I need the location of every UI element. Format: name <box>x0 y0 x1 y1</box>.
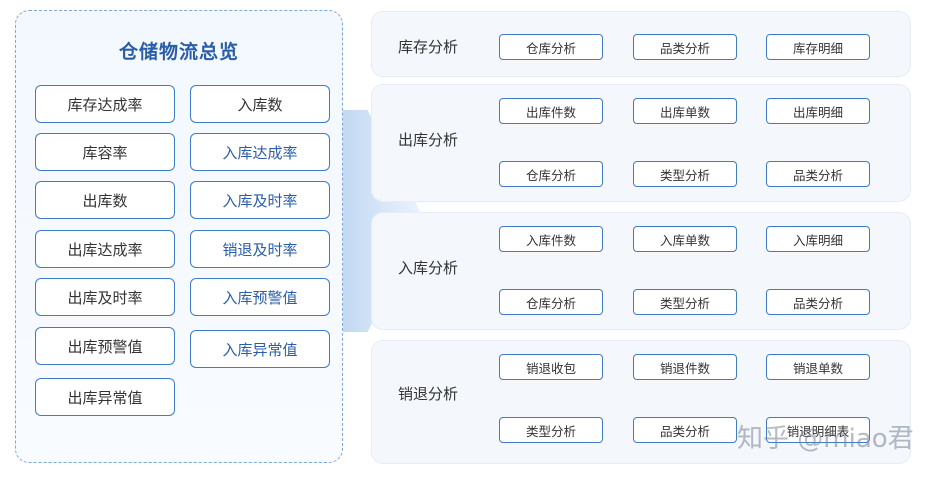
tag-warehouse-analysis[interactable]: 仓库分析 <box>499 289 603 315</box>
metric-inbound-warning-value[interactable]: 入库预警值 <box>190 278 330 316</box>
tag-type-analysis[interactable]: 类型分析 <box>633 161 737 187</box>
metric-inbound-timeliness-rate[interactable]: 入库及时率 <box>190 181 330 219</box>
tag-return-packages[interactable]: 销退收包 <box>499 354 603 380</box>
tag-outbound-orders[interactable]: 出库单数 <box>633 98 737 124</box>
metric-storage-capacity-rate[interactable]: 库容率 <box>35 133 175 171</box>
metric-outbound-achievement-rate[interactable]: 出库达成率 <box>35 230 175 268</box>
metric-inbound-count[interactable]: 入库数 <box>190 85 330 123</box>
section-label: 销退分析 <box>398 385 459 403</box>
overview-panel: 仓储物流总览 库存达成率 库容率 出库数 出库达成率 出库及时率 出库预警值 出… <box>15 10 343 463</box>
tag-category-analysis[interactable]: 品类分析 <box>633 417 737 443</box>
section-return-analysis: 销退分析 销退收包 销退件数 销退单数 类型分析 品类分析 销退明细表 <box>371 340 911 464</box>
metric-return-timeliness-rate[interactable]: 销退及时率 <box>190 230 330 268</box>
tag-type-analysis[interactable]: 类型分析 <box>499 417 603 443</box>
section-label: 入库分析 <box>398 259 459 277</box>
tag-outbound-detail[interactable]: 出库明细 <box>766 98 870 124</box>
tag-warehouse-analysis[interactable]: 仓库分析 <box>499 34 603 60</box>
tag-outbound-items[interactable]: 出库件数 <box>499 98 603 124</box>
metric-inventory-achievement-rate[interactable]: 库存达成率 <box>35 85 175 123</box>
metric-outbound-exception-value[interactable]: 出库异常值 <box>35 378 175 416</box>
tag-inbound-orders[interactable]: 入库单数 <box>633 226 737 252</box>
section-label: 出库分析 <box>398 131 459 149</box>
tag-return-detail-table[interactable]: 销退明细表 <box>766 417 870 443</box>
tag-inbound-detail[interactable]: 入库明细 <box>766 226 870 252</box>
tag-warehouse-analysis[interactable]: 仓库分析 <box>499 161 603 187</box>
tag-category-analysis[interactable]: 品类分析 <box>766 161 870 187</box>
section-label: 库存分析 <box>398 38 459 56</box>
overview-title: 仓储物流总览 <box>118 41 239 63</box>
tag-inventory-detail[interactable]: 库存明细 <box>766 34 870 60</box>
metric-outbound-timeliness-rate[interactable]: 出库及时率 <box>35 278 175 316</box>
metric-outbound-count[interactable]: 出库数 <box>35 181 175 219</box>
tag-type-analysis[interactable]: 类型分析 <box>633 289 737 315</box>
metric-inbound-achievement-rate[interactable]: 入库达成率 <box>190 133 330 171</box>
watermark: 知乎 @miao君 <box>737 424 914 454</box>
tag-return-items[interactable]: 销退件数 <box>633 354 737 380</box>
tag-inbound-items[interactable]: 入库件数 <box>499 226 603 252</box>
section-outbound-analysis: 出库分析 出库件数 出库单数 出库明细 仓库分析 类型分析 品类分析 <box>371 84 911 202</box>
metric-inbound-exception-value[interactable]: 入库异常值 <box>190 330 330 368</box>
section-inbound-analysis: 入库分析 入库件数 入库单数 入库明细 仓库分析 类型分析 品类分析 <box>371 212 911 330</box>
tag-return-orders[interactable]: 销退单数 <box>766 354 870 380</box>
tag-category-analysis[interactable]: 品类分析 <box>766 289 870 315</box>
section-inventory-analysis: 库存分析 仓库分析 品类分析 库存明细 <box>371 11 911 77</box>
metric-outbound-warning-value[interactable]: 出库预警值 <box>35 327 175 365</box>
tag-category-analysis[interactable]: 品类分析 <box>633 34 737 60</box>
